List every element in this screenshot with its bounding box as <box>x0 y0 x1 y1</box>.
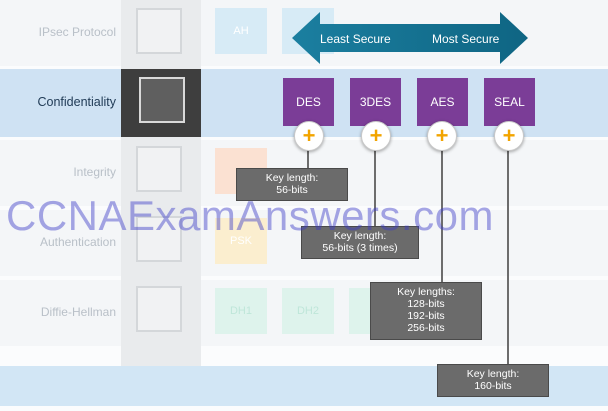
aes-tooltip-line-2: 128-bits <box>407 298 445 310</box>
aes-connector-line <box>441 146 443 282</box>
row-label-integrity: Integrity <box>73 165 116 179</box>
algorithm-3des[interactable]: 3DES <box>350 78 401 126</box>
row-label-authentication: Authentication <box>39 235 116 249</box>
aes-key-length-tooltip: Key lengths: 128-bits 192-bits 256-bits <box>370 282 482 340</box>
3des-plus-icon[interactable]: + <box>361 121 391 151</box>
3des-connector-line <box>374 146 376 226</box>
seal-tooltip-line-2: 160-bits <box>474 380 512 392</box>
3des-key-length-tooltip: Key length: 56-bits (3 times) <box>301 226 419 259</box>
ghost-option-ah: AH <box>215 8 267 54</box>
ghost-option-psk: PSK <box>215 218 267 264</box>
aes-tooltip-line-4: 256-bits <box>407 322 445 334</box>
security-arrow <box>292 12 528 64</box>
seal-tooltip-line-1: Key length: <box>466 368 520 380</box>
algorithm-des[interactable]: DES <box>283 78 334 126</box>
most-secure-label: Most Secure <box>432 32 500 46</box>
des-key-length-tooltip: Key length: 56-bits <box>236 168 348 201</box>
des-tooltip-line-2: 56-bits <box>276 184 308 196</box>
ghost-option-dh2: DH2 <box>282 288 334 334</box>
des-tooltip-line-1: Key length: <box>265 172 319 184</box>
row-label-confidentiality: Confidentiality <box>37 95 116 109</box>
selection-box-confidentiality[interactable] <box>139 77 185 123</box>
des-connector-line <box>307 146 309 168</box>
3des-tooltip-line-2: 56-bits (3 times) <box>322 242 398 254</box>
algorithm-aes[interactable]: AES <box>417 78 468 126</box>
least-secure-label: Least Secure <box>320 32 391 46</box>
selection-box-diffie-hellman[interactable] <box>136 286 182 332</box>
watermark-text: CCNAExamAnswers.com <box>6 192 494 239</box>
aes-tooltip-line-1: Key lengths: <box>397 286 455 298</box>
3des-tooltip-line-1: Key length: <box>333 230 387 242</box>
seal-plus-icon[interactable]: + <box>494 121 524 151</box>
seal-key-length-tooltip: Key length: 160-bits <box>437 364 549 397</box>
seal-connector-line <box>507 146 509 364</box>
aes-tooltip-line-3: 192-bits <box>407 310 445 322</box>
aes-plus-icon[interactable]: + <box>427 121 457 151</box>
ghost-option-dh1: DH1 <box>215 288 267 334</box>
row-label-diffie-hellman: Diffie-Hellman <box>40 305 116 319</box>
des-plus-icon[interactable]: + <box>294 121 324 151</box>
algorithm-seal[interactable]: SEAL <box>484 78 535 126</box>
row-label-ipsec-protocol: IPsec Protocol <box>38 25 116 39</box>
selection-box-authentication[interactable] <box>136 216 182 262</box>
selection-box-ipsec-protocol[interactable] <box>136 8 182 54</box>
selection-box-integrity[interactable] <box>136 146 182 192</box>
